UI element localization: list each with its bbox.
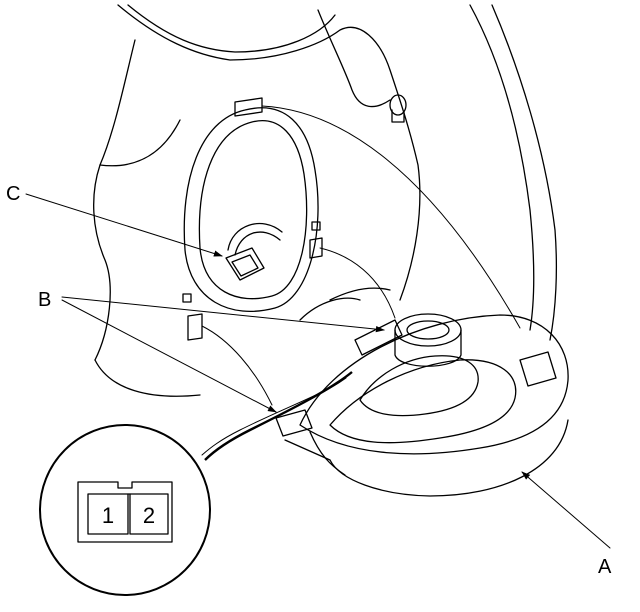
wire-harness xyxy=(201,371,353,461)
callout-label-b: B xyxy=(38,289,51,311)
pin-number-1: 1 xyxy=(102,503,114,528)
arrow-b-2 xyxy=(61,299,277,413)
door-panel xyxy=(93,4,558,397)
arrow-a xyxy=(521,471,611,549)
door-stud xyxy=(389,94,407,123)
speaker-assembly xyxy=(275,313,569,497)
guide-lines xyxy=(201,105,521,406)
connector-detail-circle: 1 2 xyxy=(39,424,211,596)
callout-label-c: C xyxy=(6,183,20,205)
speaker-opening xyxy=(183,107,319,312)
arrow-b-1 xyxy=(61,296,385,333)
pin-number-2: 2 xyxy=(143,503,155,528)
callout-label-a: A xyxy=(598,556,612,578)
arrow-c xyxy=(25,193,223,257)
door-connector xyxy=(225,223,283,281)
callout-arrows xyxy=(25,193,611,549)
mounting-slots xyxy=(182,97,323,341)
